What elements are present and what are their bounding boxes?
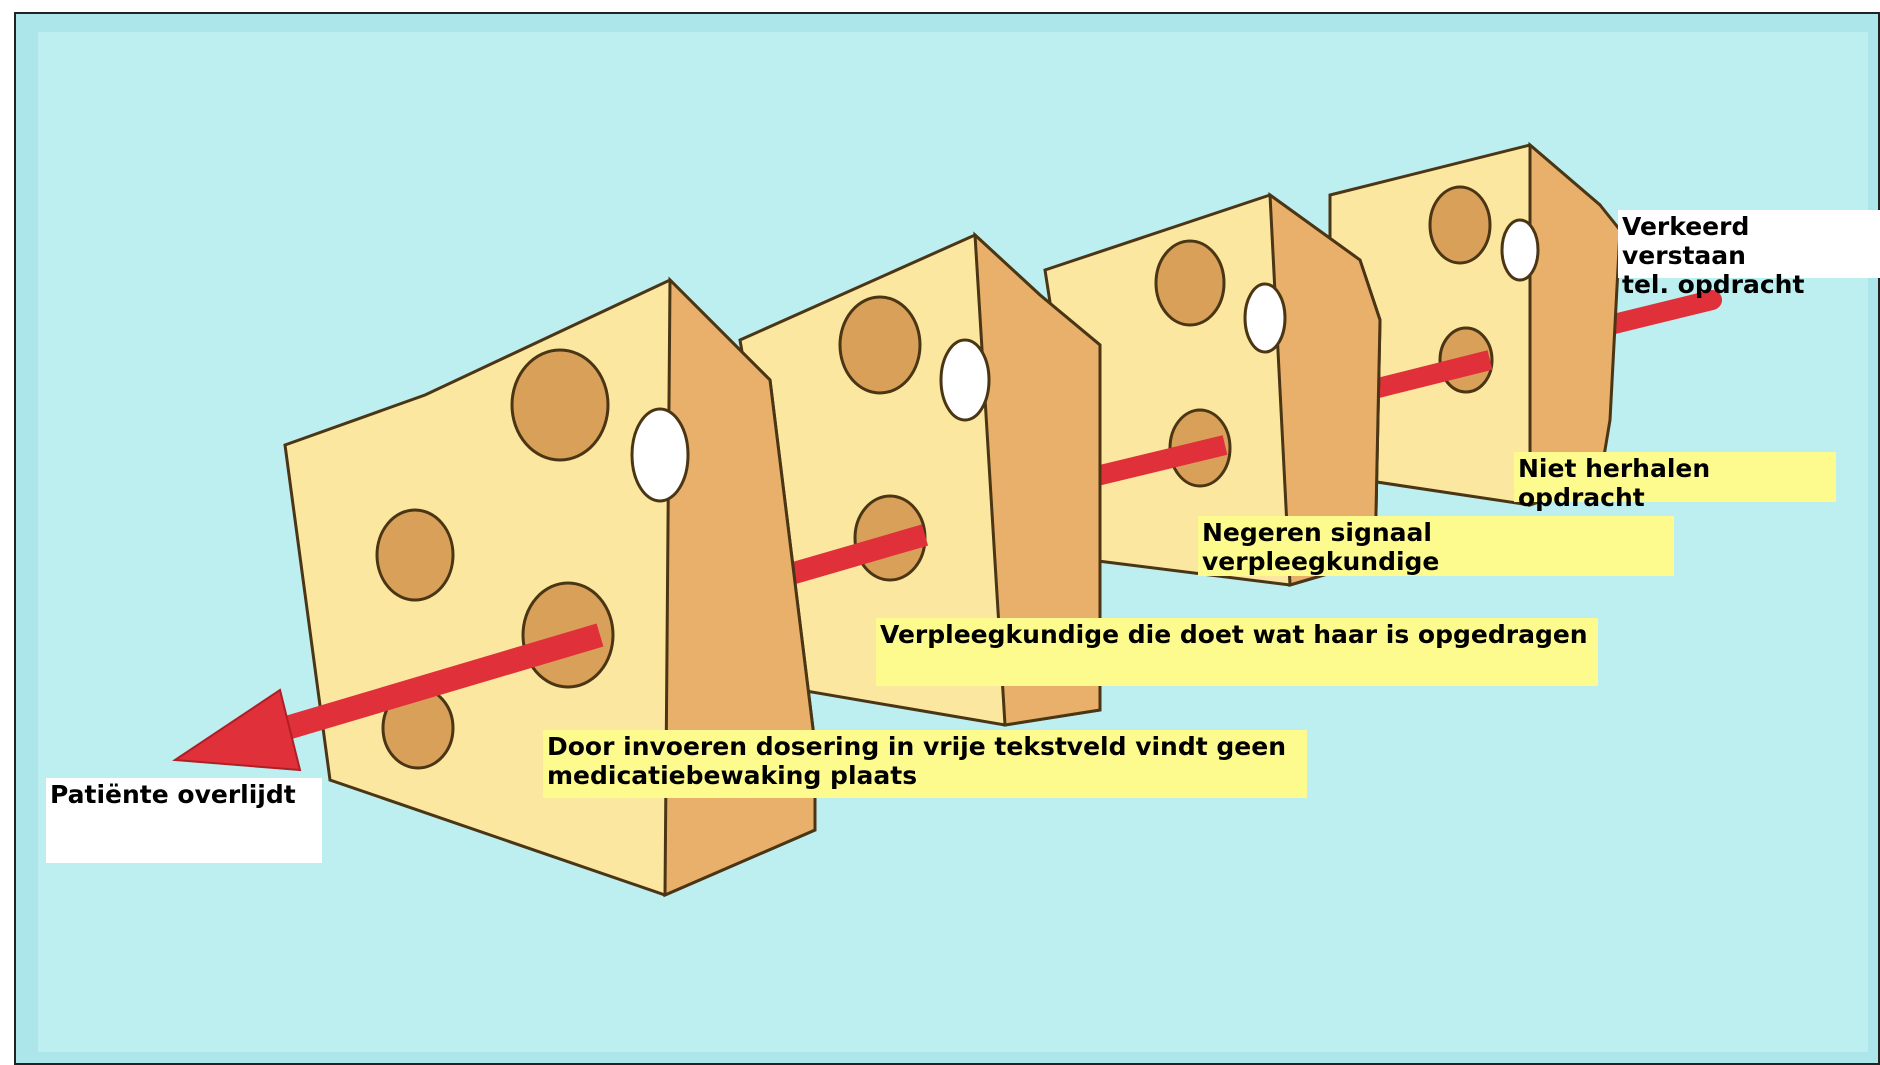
label-not-repeating-order: Niet herhalen opdracht bbox=[1514, 452, 1836, 502]
cheese-slice-1 bbox=[285, 280, 815, 895]
label-patient-dies: Patiënte overlijdt bbox=[46, 778, 322, 863]
arrow-entry bbox=[1610, 300, 1712, 325]
label-free-text-dosage: Door invoeren dosering in vrije tekstvel… bbox=[543, 730, 1307, 798]
label-ignoring-nurse-signal: Negeren signaal verpleegkundige bbox=[1198, 516, 1674, 576]
label-nurse-follows-order: Verpleegkundige die doet wat haar is opg… bbox=[876, 618, 1598, 686]
label-start-misheard-order: Verkeerd verstaan tel. opdracht bbox=[1618, 210, 1880, 278]
